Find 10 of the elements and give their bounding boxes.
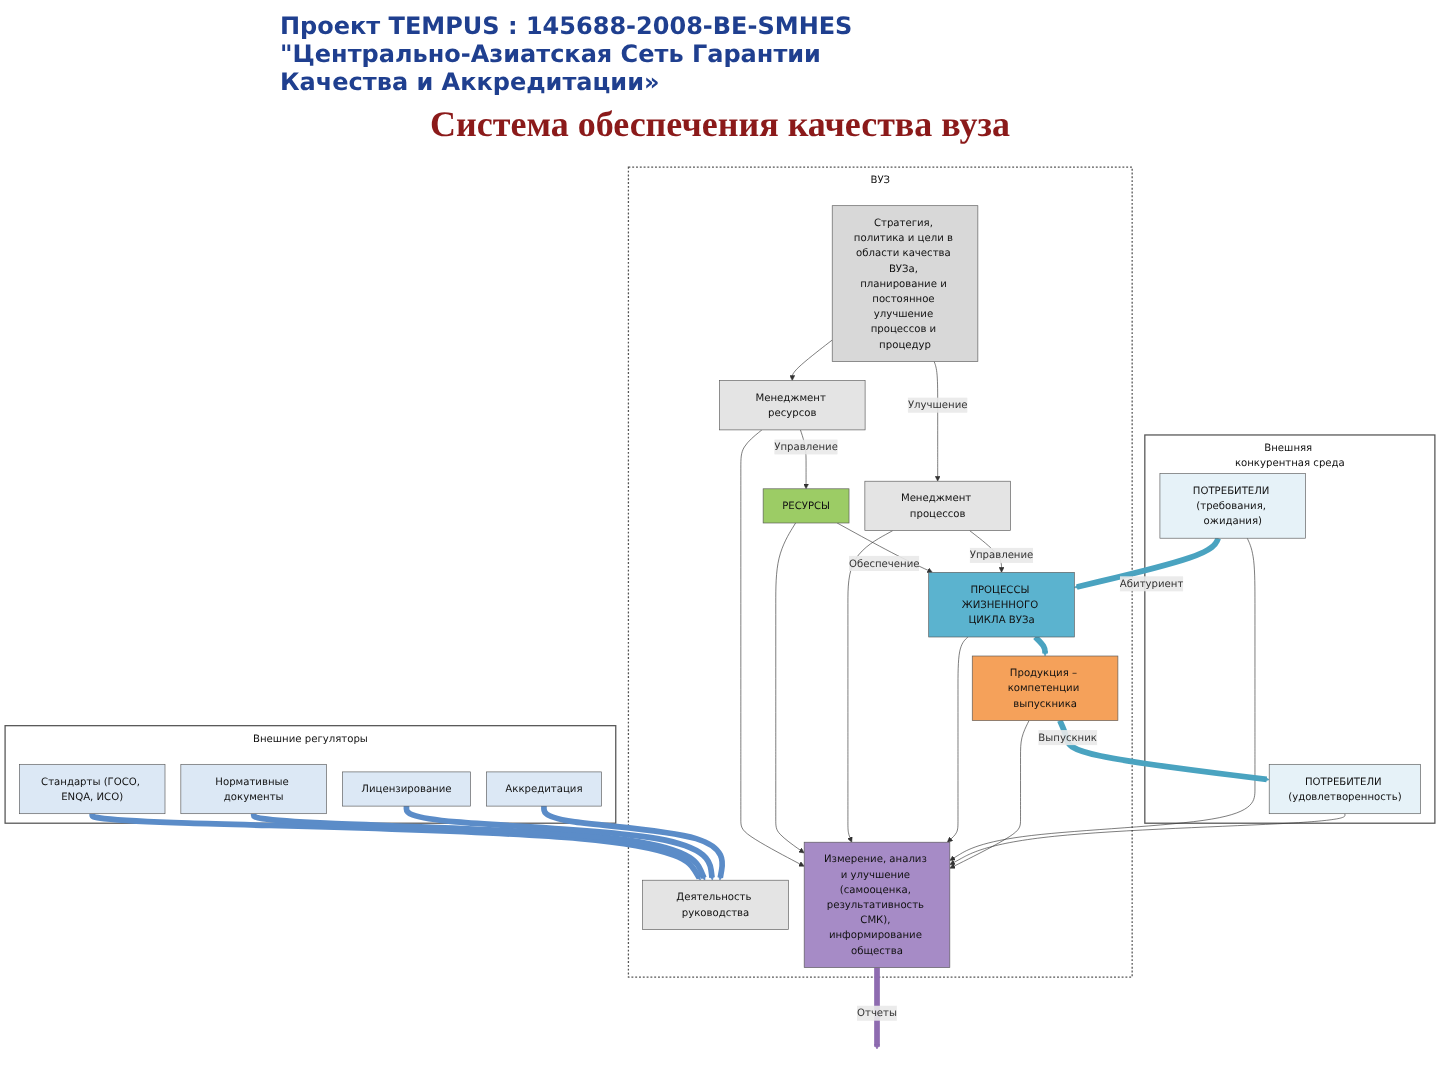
arrow <box>874 966 880 1050</box>
arrow <box>1033 635 1048 657</box>
arrow <box>403 806 715 881</box>
arrow <box>1057 719 1270 783</box>
arrow <box>89 811 702 881</box>
arrow <box>541 806 726 881</box>
diagram-title: Система обеспечения качества вуза <box>428 104 1012 146</box>
arrow <box>1074 537 1221 590</box>
project-note: Проект TEMPUS : 145688-2008-BE-SMHES "Центрально-Азиатская Сеть Гарантии Качества и Аккредитации» <box>280 12 855 96</box>
arrow <box>250 812 707 881</box>
